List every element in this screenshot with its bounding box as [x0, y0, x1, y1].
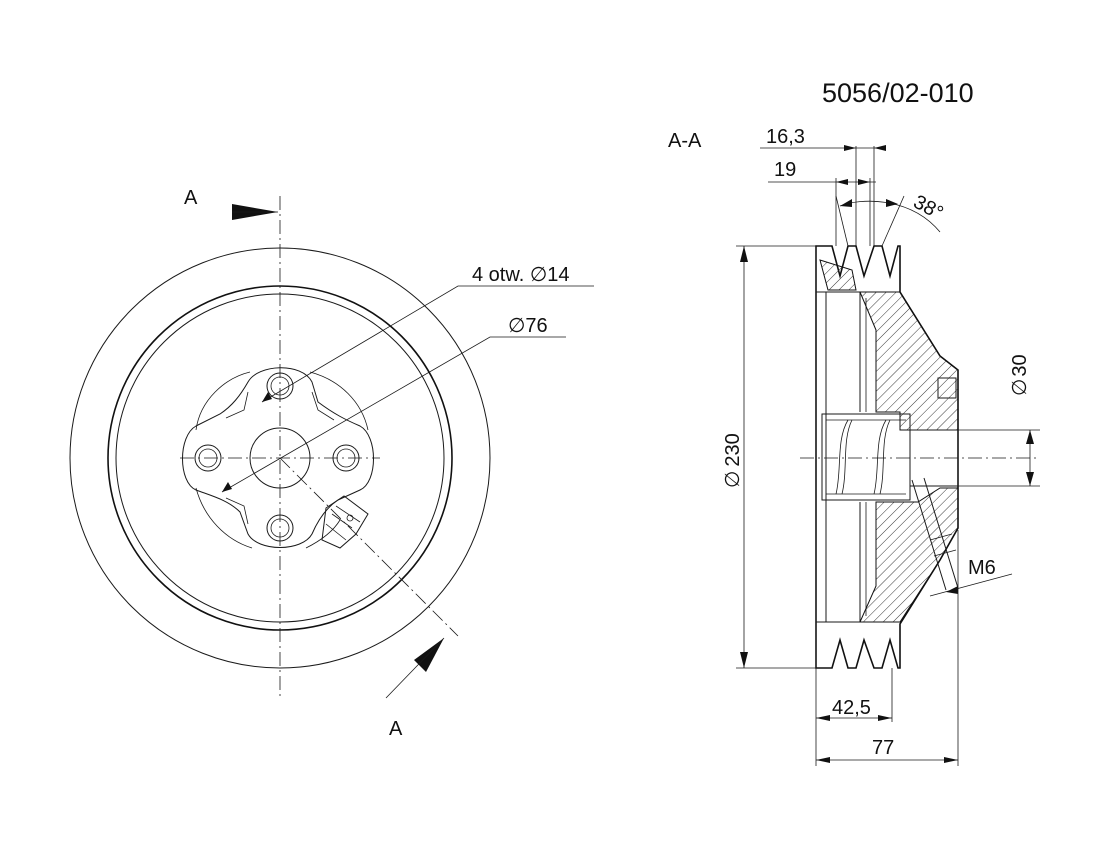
bore-thread-curves-2 [841, 419, 891, 495]
dim-thread: M6 [968, 557, 996, 579]
diameter-symbol: ∅ [722, 471, 744, 488]
dim-outer-diameter: ∅230 [722, 433, 744, 488]
angle-arrow-b [886, 199, 898, 207]
holes-leader [261, 285, 594, 403]
set-screw-hole [911, 477, 959, 591]
bore-outline [821, 413, 911, 501]
front-view: A A 4 otw. ∅14 ∅76 [69, 187, 594, 740]
section-view: A-A ∅230 [668, 126, 1040, 766]
rim-inner-top [816, 291, 861, 412]
set-screw-dot [346, 514, 354, 522]
hatch-lower-web [859, 487, 959, 623]
dim-groove-top: 19 [774, 159, 796, 181]
hub-outline [182, 367, 374, 548]
hub-shoulder-bl [225, 497, 249, 525]
dim-groove-pitch: 16,3 [766, 126, 805, 148]
arrow-hub-a [816, 715, 830, 721]
dim-line-thread [929, 573, 1013, 597]
boss-arc-upper-left [195, 371, 251, 431]
arrow-thread [946, 586, 958, 594]
rim-inner-bottom [816, 502, 861, 623]
pitch-leader [221, 336, 566, 493]
arrow-outer-top [740, 246, 748, 262]
hub-shoulder-tr [311, 391, 335, 421]
angle-leg-a [835, 195, 849, 247]
holes-callout: 4 otw. ∅14 [472, 264, 569, 286]
holes-leader-arrow [262, 392, 272, 402]
arrow-hub-b [878, 715, 892, 721]
angle-arrow-a [840, 199, 852, 207]
arrow-total-a [816, 757, 830, 763]
plug-square [937, 377, 957, 399]
section-cut-line [279, 457, 459, 637]
arrow-bore-bottom [1026, 472, 1034, 486]
pitch-callout: ∅76 [508, 315, 548, 337]
arrow-bore-top [1026, 430, 1034, 444]
drawing-number: 5056/02-010 [822, 78, 974, 108]
set-screw-boss [321, 495, 369, 549]
diameter-symbol: ∅ [508, 315, 525, 337]
cut-arrow-bottom-line [385, 637, 445, 699]
arrow-pitch-b [874, 145, 886, 151]
arrow-top-b [858, 179, 870, 185]
arrow-top-a [836, 179, 848, 185]
hatch-upper-web [859, 291, 959, 431]
arrow-pitch-a [844, 145, 856, 151]
boss-arc-lower-right [305, 519, 341, 549]
dim-bore-diameter: ∅30 [1009, 354, 1031, 396]
cut-arrow-bottom [414, 638, 444, 672]
cut-mark-top-label: A [184, 187, 198, 209]
pitch-leader-arrow [222, 482, 232, 492]
diameter-symbol: ∅ [1009, 379, 1031, 396]
dim-hub-length: 42,5 [832, 697, 871, 719]
boss-arc-lower-left [195, 487, 253, 549]
cut-mark-bottom-label: A [389, 718, 403, 740]
dim-total-length: 77 [872, 737, 894, 759]
section-label: A-A [668, 130, 702, 152]
set-screw-thread [325, 505, 361, 541]
dim-angle: 38° [910, 191, 947, 225]
arrow-outer-bottom [740, 652, 748, 668]
bore-thread-curves [835, 419, 887, 495]
arrow-total-b [944, 757, 958, 763]
set-screw-thread-lines [929, 533, 957, 557]
hatch-upper-rim [819, 259, 857, 291]
hub-shoulder-tl [225, 391, 249, 419]
boss-arc-upper-right [309, 371, 369, 431]
angle-leg-b [881, 195, 905, 247]
diameter-symbol: ∅ [530, 264, 547, 286]
bolt-hole-left [194, 444, 222, 472]
